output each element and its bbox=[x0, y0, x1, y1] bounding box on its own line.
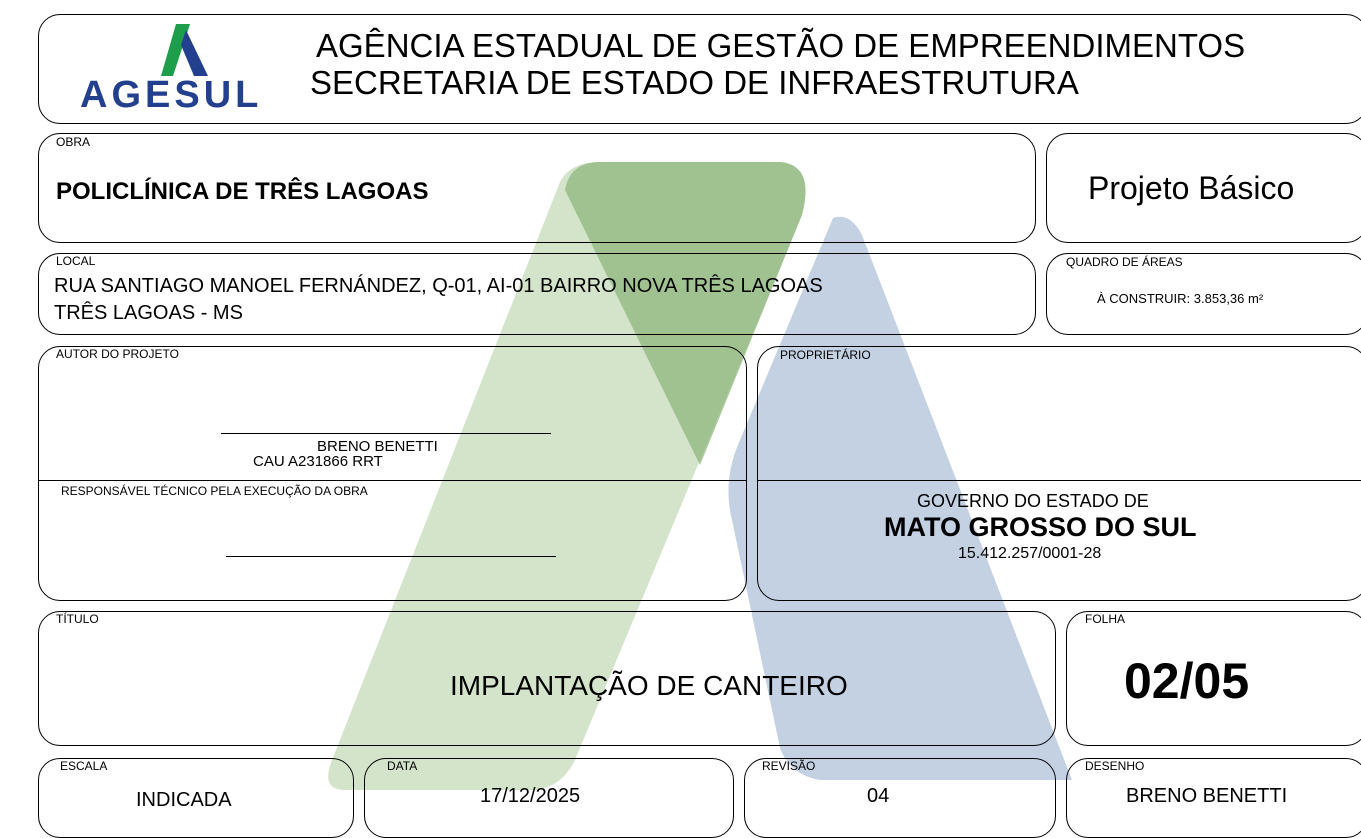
titulo-label: TÍTULO bbox=[56, 612, 99, 626]
autor-box bbox=[38, 346, 747, 601]
folha-value: 02/05 bbox=[1124, 653, 1250, 709]
proprietario-line1: GOVERNO DO ESTADO DE bbox=[917, 491, 1149, 511]
header-box bbox=[38, 14, 1361, 124]
escala-label: ESCALA bbox=[60, 759, 108, 773]
autor-signature-line bbox=[221, 433, 551, 434]
autor-registro: CAU A231866 RRT bbox=[253, 453, 383, 470]
folha-label: FOLHA bbox=[1085, 612, 1126, 626]
titulo-value: IMPLANTAÇÃO DE CANTEIRO bbox=[450, 670, 848, 701]
responsavel-label: RESPONSÁVEL TÉCNICO PELA EXECUÇÃO DA OBR… bbox=[61, 484, 368, 498]
local-line2: TRÊS LAGOAS - MS bbox=[54, 302, 243, 324]
data-label: DATA bbox=[387, 759, 418, 773]
data-value: 17/12/2025 bbox=[480, 785, 581, 807]
proprietario-line2: MATO GROSSO DO SUL bbox=[884, 512, 1197, 542]
escala-value: INDICADA bbox=[136, 789, 232, 811]
autor-label: AUTOR DO PROJETO bbox=[56, 347, 179, 361]
desenho-label: DESENHO bbox=[1085, 759, 1145, 773]
revisao-value: 04 bbox=[867, 785, 890, 807]
desenho-value: BRENO BENETTI bbox=[1126, 785, 1288, 807]
fase-box bbox=[1046, 133, 1361, 243]
fase-value: Projeto Básico bbox=[1088, 170, 1295, 206]
areas-label: QUADRO DE ÁREAS bbox=[1066, 255, 1183, 269]
revisao-label: REVISÃO bbox=[762, 759, 816, 773]
header-line2: SECRETARIA DE ESTADO DE INFRAESTRUTURA bbox=[310, 64, 1079, 101]
proprietario-divider bbox=[757, 480, 1361, 481]
autor-responsavel-divider bbox=[38, 480, 747, 481]
agesul-logo-text: AGESUL bbox=[80, 74, 263, 116]
agesul-logo-mark bbox=[161, 24, 208, 76]
proprietario-line3: 15.412.257/0001-28 bbox=[958, 545, 1102, 562]
areas-value: À CONSTRUIR: 3.853,36 m² bbox=[1097, 291, 1264, 306]
local-label: LOCAL bbox=[56, 254, 96, 268]
local-line1: RUA SANTIAGO MANOEL FERNÁNDEZ, Q-01, AI-… bbox=[54, 275, 823, 297]
obra-label: OBRA bbox=[56, 135, 91, 149]
obra-value: POLICLÍNICA DE TRÊS LAGOAS bbox=[56, 178, 429, 205]
header-line1: AGÊNCIA ESTADUAL DE GESTÃO DE EMPREENDIM… bbox=[316, 27, 1246, 64]
responsavel-signature-line bbox=[226, 556, 556, 557]
proprietario-label: PROPRIETÁRIO bbox=[780, 348, 871, 362]
